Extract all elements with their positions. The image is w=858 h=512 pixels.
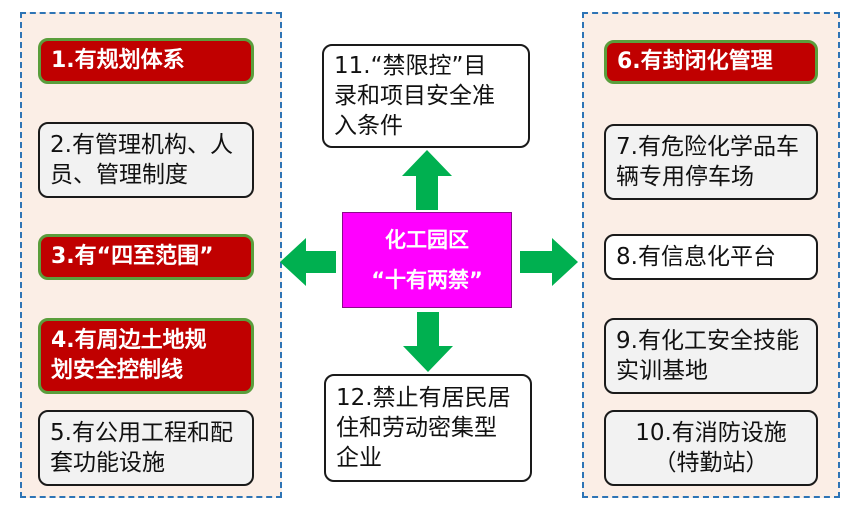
item-hazmat-parking: 7.有危险化学品车 辆专用停车场 [604,124,818,200]
item-label: 3.有“四至范围” [51,244,214,269]
item-label: 5.有公用工程和配 套功能设施 [50,420,233,476]
item-planning-system: 1.有规划体系 [38,38,254,84]
item-restriction-catalog: 11.“禁限控”目 录和项目安全准 入条件 [322,44,530,148]
arrow-left [280,238,336,286]
item-label: 2.有管理机构、人 员、管理制度 [50,132,233,188]
center-box: 化工园区 “十有两禁” [342,212,512,308]
center-subtitle: “十有两禁” [371,268,483,292]
item-prohibit-residents: 12.禁止有居民居 住和劳动密集型 企业 [324,374,532,482]
item-label: 9.有化工安全技能 实训基地 [616,328,799,384]
item-label: 1.有规划体系 [51,48,185,73]
item-four-boundaries: 3.有“四至范围” [38,234,254,280]
item-label: 10.有消防设施 （特勤站） [635,420,787,476]
item-label: 6.有封闭化管理 [617,49,773,74]
item-label: 11.“禁限控”目 录和项目安全准 入条件 [334,53,495,139]
item-label: 8.有信息化平台 [616,244,776,270]
item-information-platform: 8.有信息化平台 [604,234,818,280]
item-closed-management: 6.有封闭化管理 [604,40,818,84]
item-label: 7.有危险化学品车 辆专用停车场 [616,134,799,190]
item-label: 4.有周边土地规 划安全控制线 [51,328,207,383]
item-management-organization: 2.有管理机构、人 员、管理制度 [38,122,254,198]
arrow-up [402,150,452,210]
item-label: 12.禁止有居民居 住和劳动密集型 企业 [336,385,511,471]
item-land-safety-control-line: 4.有周边土地规 划安全控制线 [38,318,254,394]
arrow-right [520,238,578,286]
item-public-utilities: 5.有公用工程和配 套功能设施 [38,410,254,486]
center-title: 化工园区 [385,228,469,252]
item-safety-training-base: 9.有化工安全技能 实训基地 [604,318,818,394]
arrow-down [403,312,453,372]
item-fire-facilities: 10.有消防设施 （特勤站） [604,410,818,486]
